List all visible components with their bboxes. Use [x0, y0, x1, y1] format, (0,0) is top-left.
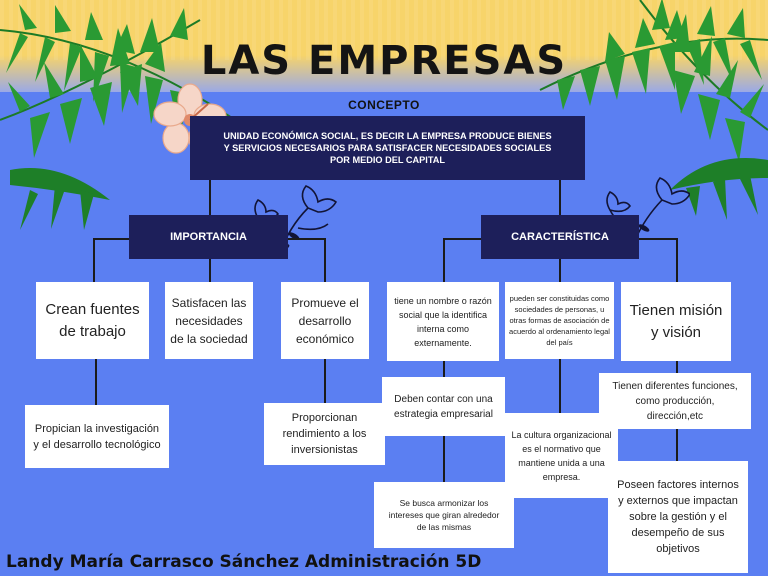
concept-text: UNIDAD ECONÓMICA SOCIAL, ES DECIR LA EMP… — [223, 131, 552, 165]
caracteristica-item: tiene un nombre o razón social que la id… — [387, 282, 499, 361]
connector — [676, 238, 678, 282]
caracteristica-item: pueden ser constituidas como sociedades … — [505, 282, 614, 359]
caracteristica-sub-item: Poseen factores internos y externos que … — [608, 461, 748, 573]
connector — [559, 259, 561, 282]
palm-leaves-right-icon — [539, 0, 768, 220]
page-title: LAS EMPRESAS — [200, 38, 568, 84]
author-signature: Landy María Carrasco Sánchez Administrac… — [6, 552, 482, 572]
caracteristica-sub-item: Deben contar con una estrategia empresar… — [382, 377, 505, 436]
connector — [209, 259, 211, 282]
caracteristica-header: CARACTERÍSTICA — [481, 215, 639, 259]
connector — [443, 238, 445, 282]
importancia-sub-item: Proporcionan rendimiento a los inversion… — [264, 403, 385, 465]
caracteristica-label: CARACTERÍSTICA — [511, 231, 609, 243]
importancia-item: Promueve el desarrollo económico — [281, 282, 369, 359]
connector — [676, 429, 678, 461]
caracteristica-sub-item: Tienen diferentes funciones, como produc… — [599, 373, 751, 429]
caracteristica-item: Tienen misión y visión — [621, 282, 731, 361]
importancia-header: IMPORTANCIA — [129, 215, 288, 259]
importancia-item: Satisfacen las necesidades de la socieda… — [165, 282, 253, 359]
importancia-label: IMPORTANCIA — [170, 231, 247, 243]
importancia-item: Crean fuentes de trabajo — [36, 282, 149, 359]
connector — [443, 361, 445, 377]
connector — [288, 238, 325, 240]
importancia-sub-item: Propician la investigación y el desarrol… — [25, 405, 169, 468]
connector — [95, 359, 97, 405]
caracteristica-sub-item: Se busca armonizar los intereses que gir… — [374, 482, 514, 548]
connector — [676, 361, 678, 373]
concept-label: CONCEPTO — [348, 98, 420, 112]
connector — [93, 238, 129, 240]
connector — [559, 359, 561, 413]
connector — [559, 180, 561, 215]
connector — [443, 238, 481, 240]
palm-leaves-left-icon — [0, 4, 251, 230]
connector — [93, 238, 95, 282]
connector — [639, 238, 676, 240]
connector — [324, 238, 326, 282]
connector — [443, 436, 445, 482]
connector — [324, 359, 326, 403]
concept-box: UNIDAD ECONÓMICA SOCIAL, ES DECIR LA EMP… — [190, 116, 585, 180]
connector — [209, 180, 211, 215]
